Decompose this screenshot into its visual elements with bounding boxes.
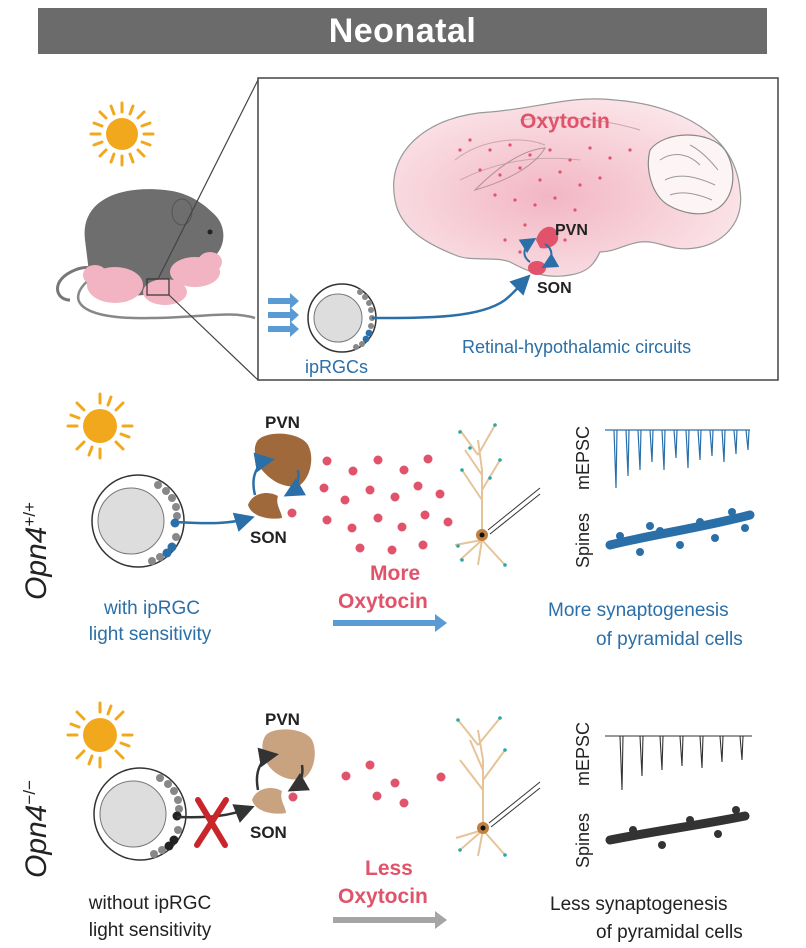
cross-icon [194, 797, 229, 848]
pvn-nucleus-top [536, 226, 559, 249]
son-label-wt: SON [250, 528, 287, 547]
outcome-line1-ko: Less synaptogenesis [550, 894, 727, 915]
pvn-label-top: PVN [555, 222, 588, 239]
pvn-label-ko: PVN [265, 710, 300, 729]
son-label-top: SON [537, 280, 572, 297]
neuron-icon [455, 716, 541, 857]
sun-icon [89, 101, 155, 167]
son-label-ko: SON [250, 823, 287, 842]
increase-arrow [333, 614, 447, 632]
pvn-nucleus-ko [262, 729, 315, 780]
mouse-icon [56, 189, 256, 320]
genotype-text-wt: Opn4 [20, 526, 53, 600]
eye-icon [307, 283, 377, 353]
oxytocin-dots-ko [288, 760, 446, 808]
oxytocin-label-ko: Oxytocin [338, 885, 428, 908]
pvn-label-wt: PVN [265, 413, 300, 432]
decrease-arrow [333, 911, 447, 929]
eye-icon [93, 767, 187, 861]
circuit-label: Retinal-hypothalamic circuits [462, 337, 691, 357]
oxytocin-label-wt: Oxytocin [338, 590, 428, 613]
genotype-label-ko: Opn4−/− [20, 780, 54, 878]
sun-icon [66, 392, 134, 460]
outcome-line2-ko: of pyramidal cells [596, 922, 743, 943]
zoom-inset-frame [257, 77, 779, 381]
oxytocin-dots-wt [287, 454, 453, 555]
more-label: More [370, 562, 420, 585]
sensitivity-line1-ko: without ipRGC [88, 893, 212, 914]
mepsc-label-wt: mEPSC [573, 425, 593, 490]
genotype-label-wt: Opn4+/+ [20, 502, 54, 600]
title-banner: Neonatal [38, 8, 767, 54]
sensitivity-line2-wt: light sensitivity [88, 624, 212, 645]
pvn-nucleus-wt [254, 433, 312, 487]
brain-icon [393, 98, 742, 277]
sensitivity-line2-ko: light sensitivity [88, 920, 212, 941]
sun-icon [66, 701, 134, 769]
spine-dendrite-ko [605, 806, 750, 849]
son-nucleus-top [528, 261, 546, 275]
eye-icon [91, 474, 185, 568]
genotype-sup-ko: −/− [20, 780, 39, 805]
outcome-line2-wt: of pyramidal cells [596, 629, 743, 650]
genotype-text-ko: Opn4 [20, 804, 53, 878]
iprgcs-label: ipRGCs [305, 357, 368, 377]
son-nucleus-wt [248, 493, 282, 519]
spines-label-wt: Spines [573, 512, 593, 568]
sensitivity-line1-wt: with ipRGC [103, 598, 201, 619]
light-arrows-top [268, 293, 299, 337]
outcome-line1-wt: More synaptogenesis [548, 600, 729, 621]
oxytocin-label-top: Oxytocin [520, 110, 610, 133]
son-nucleus-ko [252, 788, 286, 814]
neuron-icon [454, 423, 541, 567]
spine-dendrite-wt [605, 508, 755, 556]
less-label: Less [365, 857, 413, 880]
mepsc-label-ko: mEPSC [573, 721, 593, 786]
genotype-sup-wt: +/+ [20, 502, 39, 527]
mepsc-trace-wt [605, 429, 750, 489]
mepsc-trace-ko [605, 735, 752, 791]
spines-label-ko: Spines [573, 812, 593, 868]
